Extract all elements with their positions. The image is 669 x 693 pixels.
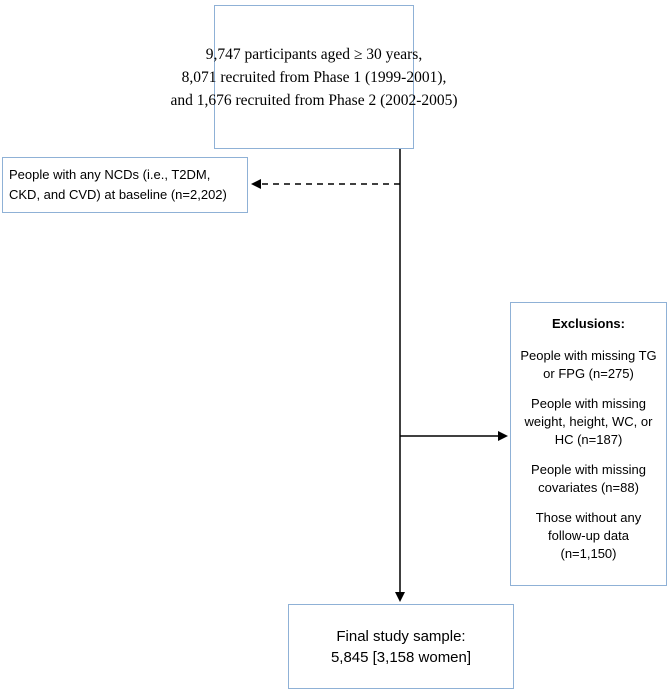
exclusion-line: Those without any: [535, 510, 642, 525]
exclusions-title: Exclusions:: [552, 316, 625, 331]
exclusion-line: follow-up data: [548, 528, 629, 543]
exclusion-line: HC (n=187): [554, 432, 623, 447]
exclusion-line: covariates (n=88): [538, 480, 639, 495]
final-line-1: Final study sample:: [336, 627, 466, 645]
exclusion-line: (n=1,150): [560, 546, 617, 561]
ncd-line-1: People with any NCDs (i.e., T2DM,: [9, 167, 211, 182]
ncd-exclusion-box: People with any NCDs (i.e., T2DM, CKD, a…: [2, 157, 248, 213]
exclusion-item-covariates: People with missing covariates (n=88): [511, 461, 666, 497]
final-line-2: 5,845 [3,158 women]: [330, 648, 472, 666]
participants-text: 9,747 participants aged ≥ 30 years, 8,07…: [170, 43, 457, 112]
exclusion-item-anthropometry: People with missing weight, height, WC, …: [511, 395, 666, 449]
exclusion-line: People with missing TG: [520, 348, 657, 363]
exclusion-line: People with missing: [531, 396, 646, 411]
ncd-text: People with any NCDs (i.e., T2DM, CKD, a…: [9, 165, 227, 205]
exclusions-box: Exclusions: People with missing TG or FP…: [510, 302, 667, 586]
participants-box: 9,747 participants aged ≥ 30 years, 8,07…: [170, 5, 458, 149]
ncd-line-2: CKD, and CVD) at baseline (n=2,202): [9, 187, 227, 202]
final-sample-text: Final study sample: 5,845 [3,158 women]: [331, 626, 471, 668]
exclusion-line: weight, height, WC, or: [524, 414, 653, 429]
participants-line-1: 9,747 participants aged ≥ 30 years,: [205, 45, 423, 63]
participants-line-3: and 1,676 recruited from Phase 2 (2002-2…: [170, 91, 458, 109]
exclusion-line: People with missing: [531, 462, 646, 477]
exclusion-item-tg-fpg: People with missing TG or FPG (n=275): [511, 347, 666, 383]
final-sample-box: Final study sample: 5,845 [3,158 women]: [288, 604, 514, 689]
exclusion-line: or FPG (n=275): [543, 366, 634, 381]
participants-line-2: 8,071 recruited from Phase 1 (1999-2001)…: [181, 68, 447, 86]
exclusion-item-follow-up: Those without any follow-up data (n=1,15…: [511, 509, 666, 563]
